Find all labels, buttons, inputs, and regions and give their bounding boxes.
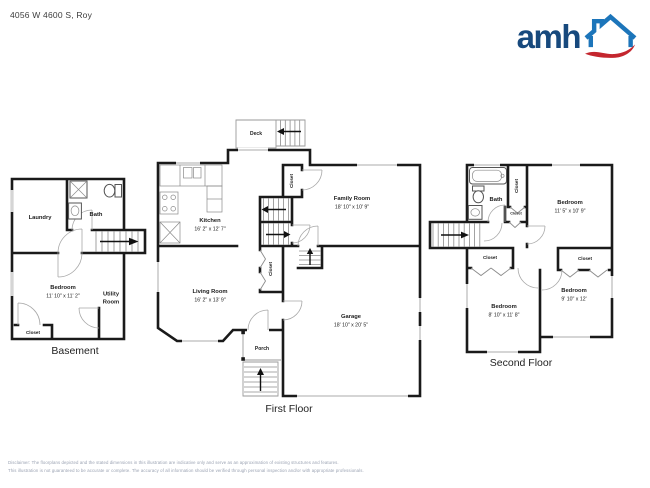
toilet-icon xyxy=(103,183,122,198)
room-label-closet-top-2f: Closet xyxy=(514,178,520,194)
room-label-bath-basement: Bath xyxy=(89,212,103,219)
room-label-deck: Deck xyxy=(250,130,262,137)
shower-icon xyxy=(69,180,88,199)
room-label-garage: Garage xyxy=(341,314,361,321)
room-label-bath-2f: Bath xyxy=(489,197,503,204)
room-label-closet-upper-1f: Closet xyxy=(289,173,295,189)
room-label-laundry: Laundry xyxy=(28,215,52,222)
second-floor-windows xyxy=(464,162,615,355)
logo-house-roof xyxy=(584,13,637,40)
basement-access-stairs xyxy=(299,248,321,265)
room-label-bedroom-top-2f: Bedroom xyxy=(557,200,583,207)
logo-house-icon xyxy=(584,13,637,58)
porch-post xyxy=(241,330,245,335)
room-label-closet-basement: Closet xyxy=(25,330,41,336)
bifold-door-marks xyxy=(259,249,267,291)
window xyxy=(157,149,421,397)
amh-logo-text: amh xyxy=(516,18,582,55)
property-address: 4056 W 4600 S, Roy xyxy=(10,10,93,20)
room-label-porch: Porch xyxy=(254,345,270,352)
room-dims-kitchen: 16' 2" x 12' 7" xyxy=(194,226,226,233)
arrow-up-icon xyxy=(306,248,314,254)
logo-red-swoosh xyxy=(585,44,635,58)
window xyxy=(466,164,613,353)
door-swing-arcs xyxy=(17,209,100,329)
amh-logo: amh xyxy=(517,13,638,61)
kitchen-sink-icon xyxy=(193,167,202,179)
room-label-bedroom-basement: Bedroom xyxy=(50,285,76,292)
bathtub-icon xyxy=(469,167,507,185)
room-label-bedroom-left-2f: Bedroom xyxy=(491,304,517,311)
kitchen-fixtures xyxy=(159,164,223,244)
room-dims-bedroom-left-2f: 8' 10" x 11' 8" xyxy=(488,312,520,319)
first-floor-plan xyxy=(155,119,423,399)
arrow-left-icon xyxy=(277,128,284,135)
room-label-utility: Utility Room xyxy=(102,291,120,305)
room-dims-family-room: 18' 10" x 10' 9" xyxy=(334,204,370,211)
stove-icon xyxy=(159,191,179,215)
door-swing-arcs xyxy=(247,169,323,331)
main-staircase xyxy=(261,198,291,245)
basement-windows xyxy=(10,190,14,296)
room-label-kitchen: Kitchen xyxy=(199,218,221,225)
room-label-bedroom-right-2f: Bedroom xyxy=(561,288,587,295)
first-floor-windows xyxy=(155,147,423,399)
bifold-door-marks xyxy=(470,206,608,278)
second-floor-plan xyxy=(428,162,615,355)
second-floor-title: Second Floor xyxy=(489,357,553,369)
room-dims-living-room: 16' 2" x 13' 9" xyxy=(194,297,226,304)
porch-post xyxy=(241,357,245,361)
room-label-closet-lower-1f: Closet xyxy=(268,261,274,277)
basement-title: Basement xyxy=(51,345,99,357)
basement-staircase xyxy=(95,231,139,252)
toilet-icon xyxy=(472,185,485,204)
room-dims-garage: 18' 10" x 20' 5" xyxy=(333,322,369,329)
first-floor-title: First Floor xyxy=(265,403,313,415)
basement-plan xyxy=(10,177,147,341)
disclaimer-line-2: This illustration is not guaranteed to b… xyxy=(8,467,364,473)
arrow-up-icon xyxy=(257,368,264,375)
arrow-right-icon xyxy=(461,231,469,239)
room-dims-bedroom-top-2f: 11' 5" x 10' 9" xyxy=(554,208,586,215)
sink-icon xyxy=(68,202,82,220)
arrow-left-icon xyxy=(261,206,268,213)
disclaimer: Disclaimer: The floorplans depicted and … xyxy=(8,459,644,474)
disclaimer-line-1: Disclaimer: The floorplans depicted and … xyxy=(8,460,339,465)
room-label-closet-hall-2f: Closet xyxy=(510,211,522,216)
room-label-family-room: Family Room xyxy=(333,196,371,203)
logo-house-walls xyxy=(588,36,633,48)
sink-icon xyxy=(467,205,483,220)
kitchen-counter xyxy=(159,164,223,187)
arrow-right-icon xyxy=(129,237,139,246)
room-label-closet-right-2f: Closet xyxy=(577,256,593,262)
second-floor-staircase xyxy=(432,223,481,247)
pantry-icon xyxy=(159,221,181,244)
porch xyxy=(241,330,281,397)
door-swing-arcs xyxy=(483,204,563,291)
deck xyxy=(235,119,306,149)
room-dims-bedroom-basement: 11' 10" x 11' 2" xyxy=(46,293,80,300)
kitchen-sink-icon xyxy=(183,167,193,179)
room-label-living-room: Living Room xyxy=(192,289,228,296)
basement-walls xyxy=(10,177,147,341)
arrow-right-icon xyxy=(284,231,291,238)
room-dims-bedroom-right-2f: 9' 10" x 12' xyxy=(561,296,587,303)
room-label-closet-left-2f: Closet xyxy=(482,255,498,261)
